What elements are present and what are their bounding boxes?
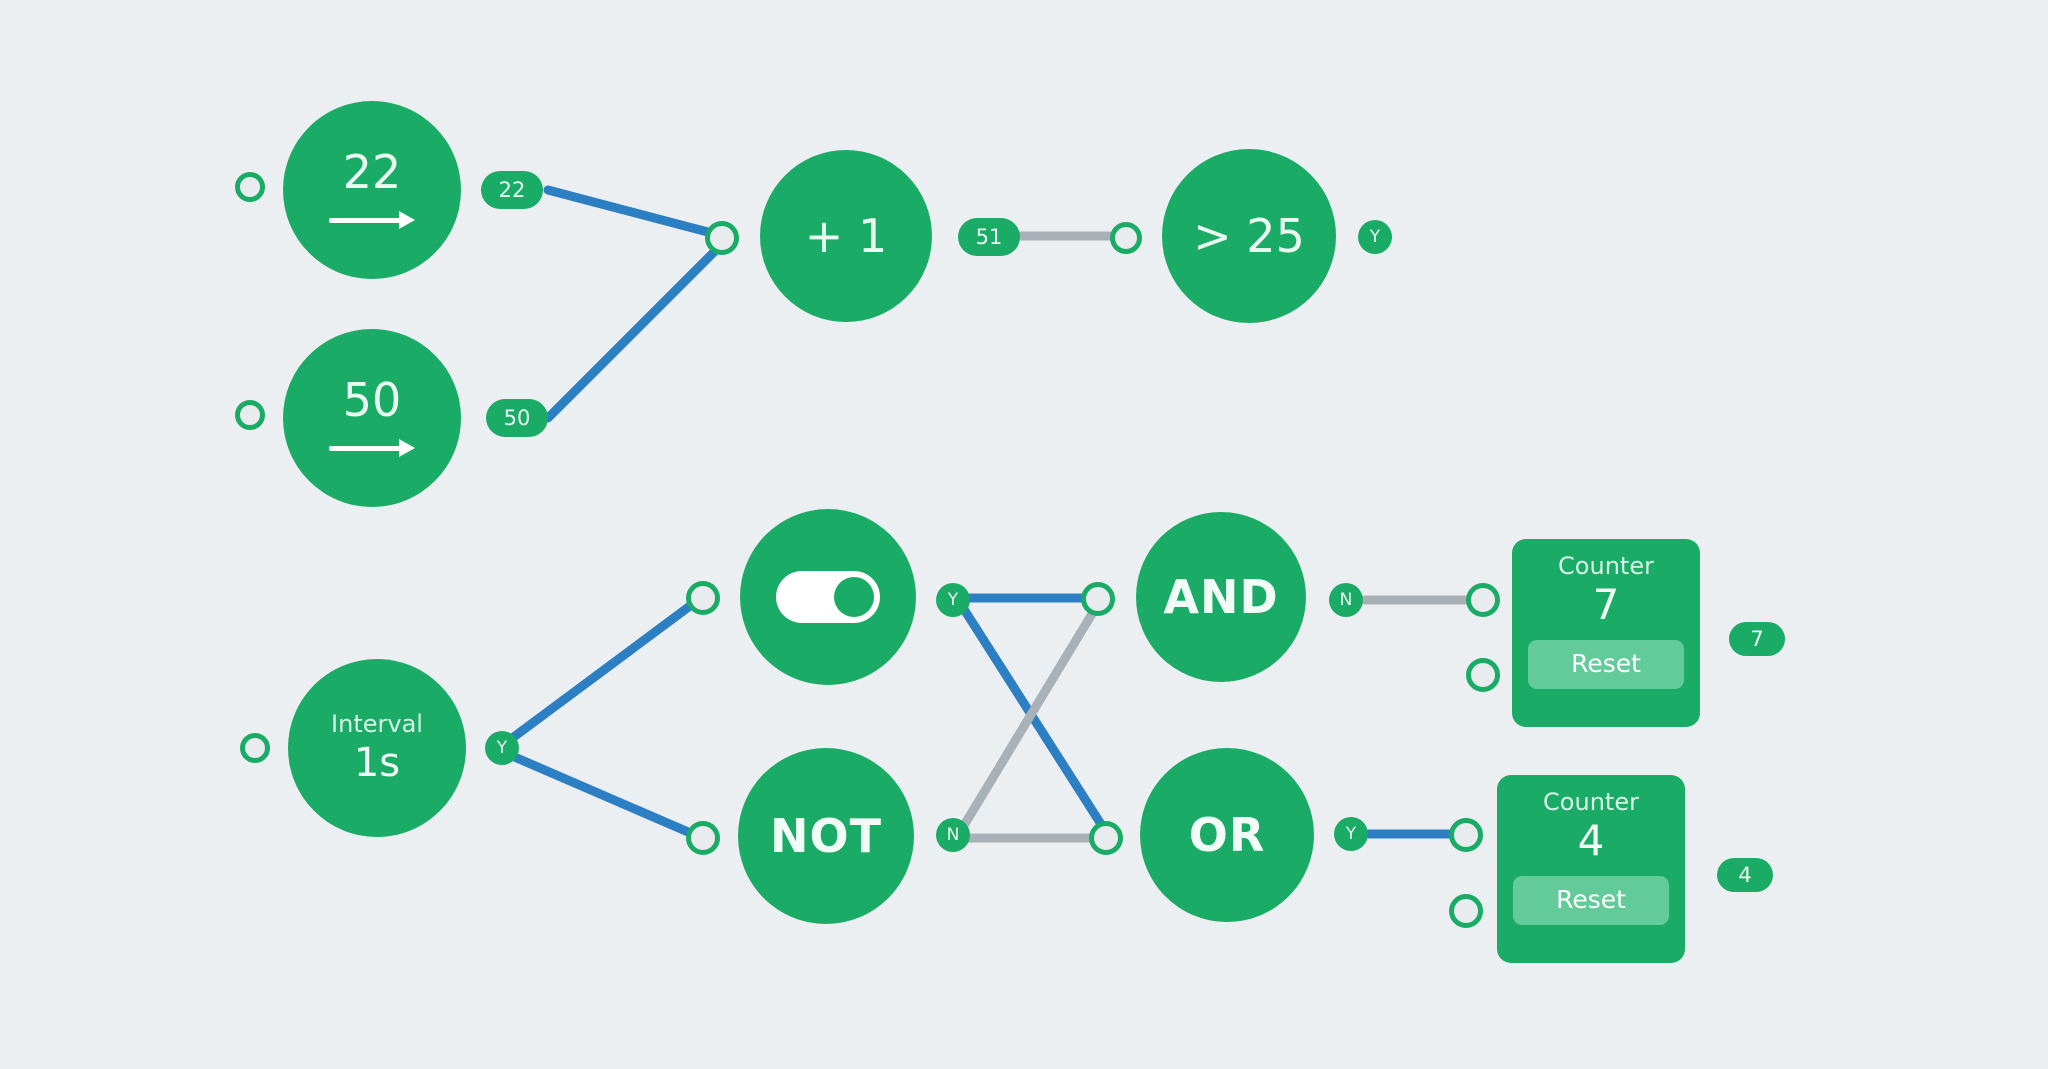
- or-label: OR: [1188, 808, 1266, 862]
- not-label: NOT: [770, 809, 882, 863]
- port-input-toggle[interactable]: [686, 581, 720, 615]
- node-or[interactable]: OR: [1140, 748, 1314, 922]
- const50-value: 50: [342, 373, 402, 427]
- port-output-toggle[interactable]: Y: [936, 583, 970, 617]
- port-input-const22[interactable]: [235, 172, 265, 202]
- const22-output-value: 22: [498, 177, 526, 202]
- arrow-right-icon: [329, 209, 415, 231]
- node-plus-one[interactable]: + 1: [760, 150, 932, 322]
- port-input-plusone[interactable]: [705, 221, 739, 255]
- port-input-counter-top-increment[interactable]: [1466, 583, 1500, 617]
- port-input-greaterthan[interactable]: [1110, 222, 1142, 254]
- wire-toggle-to-or: [955, 598, 1111, 837]
- wire-interval-to-toggle: [498, 592, 707, 750]
- greaterthan-output-value: Y: [1369, 226, 1381, 247]
- wire-const22-to-plusone: [543, 185, 728, 241]
- counter-bottom-output-value: 4: [1738, 862, 1752, 887]
- port-input-counter-bottom-increment[interactable]: [1449, 818, 1483, 852]
- port-input-counter-bottom-reset[interactable]: [1449, 894, 1483, 928]
- const22-value: 22: [342, 145, 402, 199]
- wire-not-to-and: [955, 599, 1103, 837]
- wire-interval-to-not: [498, 747, 707, 843]
- port-output-and[interactable]: N: [1329, 583, 1363, 617]
- port-output-counter-top[interactable]: 7: [1729, 622, 1785, 656]
- port-input-const50[interactable]: [235, 400, 265, 430]
- port-output-or[interactable]: Y: [1334, 817, 1368, 851]
- counter-top-title: Counter: [1558, 552, 1654, 580]
- port-input-interval[interactable]: [240, 733, 270, 763]
- node-interval[interactable]: Interval 1s: [288, 659, 466, 837]
- node-counter-top[interactable]: Counter 7 Reset: [1512, 539, 1700, 727]
- plusone-label: + 1: [804, 209, 888, 263]
- interval-value: 1s: [353, 740, 401, 787]
- port-input-or[interactable]: [1089, 821, 1123, 855]
- node-and[interactable]: AND: [1136, 512, 1306, 682]
- interval-output-value: Y: [496, 737, 508, 758]
- port-output-interval[interactable]: Y: [485, 731, 519, 765]
- and-output-value: N: [1339, 589, 1353, 610]
- node-counter-bottom[interactable]: Counter 4 Reset: [1497, 775, 1685, 963]
- const50-output-value: 50: [503, 405, 531, 430]
- port-input-not[interactable]: [686, 821, 720, 855]
- node-greater-than-25[interactable]: > 25: [1162, 149, 1336, 323]
- not-output-value: N: [946, 824, 960, 845]
- node-not[interactable]: NOT: [738, 748, 914, 924]
- port-input-and[interactable]: [1081, 582, 1115, 616]
- wire-const50-to-plusone: [543, 238, 728, 423]
- port-output-greaterthan[interactable]: Y: [1358, 220, 1392, 254]
- port-output-plusone[interactable]: 51: [958, 218, 1020, 256]
- port-output-const50[interactable]: 50: [486, 399, 548, 437]
- counter-bottom-title: Counter: [1543, 788, 1639, 816]
- greaterthan-label: > 25: [1193, 209, 1305, 263]
- toggle-output-value: Y: [947, 589, 959, 610]
- or-output-value: Y: [1345, 823, 1357, 844]
- counter-top-output-value: 7: [1750, 626, 1764, 651]
- node-const-50[interactable]: 50: [283, 329, 461, 507]
- counter-top-reset-button[interactable]: Reset: [1528, 639, 1684, 689]
- node-toggle[interactable]: [740, 509, 916, 685]
- port-output-not[interactable]: N: [936, 818, 970, 852]
- counter-bottom-value: 4: [1577, 816, 1605, 866]
- counter-bottom-reset-button[interactable]: Reset: [1513, 875, 1669, 925]
- counter-top-value: 7: [1592, 580, 1620, 630]
- and-label: AND: [1163, 570, 1279, 624]
- port-output-counter-bottom[interactable]: 4: [1717, 858, 1773, 892]
- interval-title: Interval: [331, 709, 423, 738]
- port-input-counter-top-reset[interactable]: [1466, 658, 1500, 692]
- node-const-22[interactable]: 22: [283, 101, 461, 279]
- plusone-output-value: 51: [975, 224, 1003, 249]
- toggle-on-icon[interactable]: [776, 571, 880, 623]
- arrow-right-icon: [329, 437, 415, 459]
- port-output-const22[interactable]: 22: [481, 171, 543, 209]
